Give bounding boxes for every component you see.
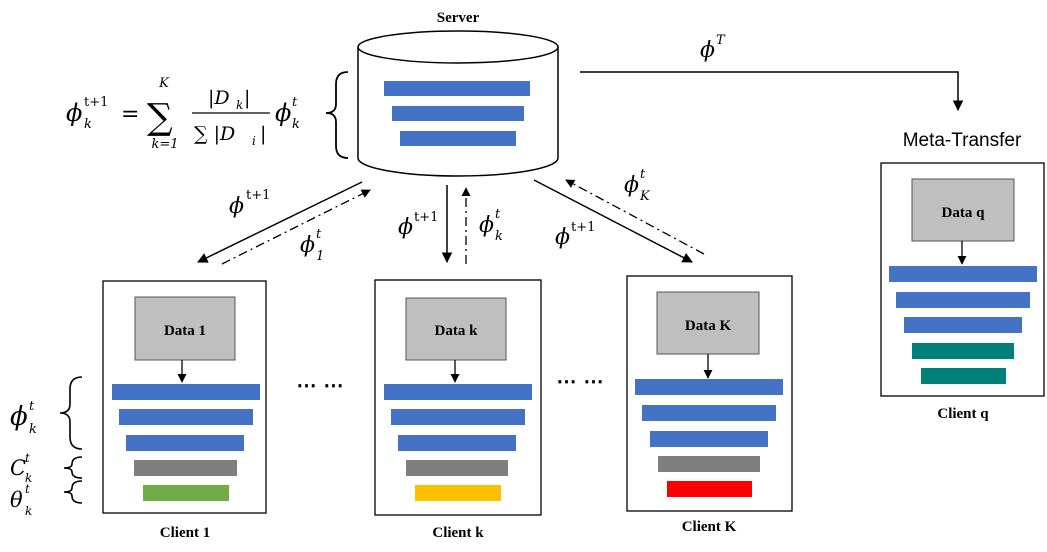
arrow-clientK-to-server bbox=[565, 179, 705, 255]
agg-rhs-phi: ϕ bbox=[275, 99, 291, 127]
client-1-data-label: Data 1 bbox=[164, 323, 206, 339]
client-1-panel: Data 1 Client 1 bbox=[102, 280, 267, 541]
aggregation-formula: ϕ t+1 k = ∑ K k=1 |D k | ∑ |D i | ϕ t k bbox=[66, 76, 300, 152]
bracket-phi-sub: k bbox=[29, 422, 37, 437]
agg-rhs-sup: t bbox=[292, 95, 298, 110]
client-k-data-label: Data k bbox=[435, 323, 479, 339]
agg-lhs-phi: ϕ bbox=[66, 99, 82, 127]
server-brace bbox=[325, 71, 349, 159]
client-K-data-label: Data K bbox=[685, 318, 732, 334]
client-q-layer-2 bbox=[896, 292, 1030, 308]
client-k-panel: Data k Client k bbox=[374, 279, 542, 541]
label-to-clientk-sup: t+1 bbox=[414, 210, 438, 225]
agg-denominator-close: | bbox=[260, 123, 266, 145]
client-q-panel: Data q Client q bbox=[880, 162, 1045, 422]
client-1-side-brackets: ϕ t k C t k θ t k bbox=[10, 376, 83, 518]
client-1-layer-1 bbox=[112, 384, 260, 400]
arrow-server-to-client1 bbox=[197, 181, 363, 263]
agg-numerator-close: | bbox=[244, 87, 250, 109]
bracket-theta-sub: k bbox=[25, 504, 32, 518]
client-q-data-box bbox=[911, 178, 1015, 242]
client-q-head-layer bbox=[921, 368, 1006, 384]
client-K-layer-3 bbox=[650, 431, 768, 447]
client-K-classifier-layer bbox=[658, 456, 760, 472]
agg-equals: = bbox=[121, 102, 139, 127]
agg-numerator: |D bbox=[208, 87, 230, 109]
agg-lhs-sup: t+1 bbox=[84, 95, 108, 110]
client-1-classifier-layer bbox=[134, 460, 237, 476]
label-from-client1-sub: 1 bbox=[316, 249, 324, 264]
bracket-c-sub: k bbox=[25, 471, 32, 485]
client-K-label: Client K bbox=[682, 519, 737, 535]
meta-transfer-arrow-sup: T bbox=[716, 33, 726, 48]
client-q-label: Client q bbox=[937, 406, 989, 422]
client-1-layer-3 bbox=[126, 435, 244, 451]
agg-sum-lower: k=1 bbox=[151, 137, 178, 152]
label-from-clientk-phi: ϕ bbox=[479, 213, 494, 238]
label-from-client1-phi: ϕ bbox=[300, 233, 315, 258]
label-from-clientK-sub: K bbox=[639, 189, 651, 204]
label-from-clientK-phi: ϕ bbox=[624, 173, 639, 198]
label-from-clientk-sup: t bbox=[495, 207, 501, 222]
client-k-label: Client k bbox=[432, 525, 484, 541]
bracket-theta: θ bbox=[10, 488, 23, 512]
server-label: Server bbox=[437, 10, 480, 26]
client-1-data-box bbox=[134, 296, 236, 361]
label-from-clientK-sup: t bbox=[640, 167, 646, 182]
bracket-phi: ϕ bbox=[10, 402, 28, 432]
label-from-client1-sup: t bbox=[316, 227, 322, 242]
bracket-phi-sup: t bbox=[29, 399, 35, 414]
client-k-layer-2 bbox=[391, 409, 525, 425]
client-k-layer-3 bbox=[398, 435, 516, 451]
client-K-head-layer bbox=[667, 481, 752, 497]
label-to-clientK-phi: ϕ bbox=[555, 225, 570, 250]
client-q-layer-1 bbox=[889, 266, 1037, 282]
label-to-clientK-sup: t+1 bbox=[571, 220, 595, 235]
client-q-layer-3 bbox=[904, 317, 1022, 333]
agg-rhs-sub: k bbox=[292, 117, 300, 132]
client-k-classifier-layer bbox=[406, 460, 508, 476]
client-K-layer-2 bbox=[642, 405, 776, 421]
agg-sum-upper: K bbox=[158, 76, 170, 91]
client-k-head-layer bbox=[415, 485, 501, 501]
client-K-layer-1 bbox=[635, 379, 783, 395]
label-to-client1-sup: t+1 bbox=[246, 188, 270, 203]
bracket-c: C bbox=[10, 456, 26, 480]
meta-transfer-title: Meta-Transfer bbox=[903, 130, 1022, 151]
label-to-clientk-phi: ϕ bbox=[398, 215, 413, 240]
client-1-layer-2 bbox=[119, 409, 253, 425]
label-to-client1-phi: ϕ bbox=[229, 194, 244, 219]
ellipsis-1: ⋯ ⋯ bbox=[297, 373, 344, 397]
client-q-data-label: Data q bbox=[942, 205, 986, 221]
arrow-server-to-clientK bbox=[533, 179, 693, 263]
bracket-c-sup: t bbox=[25, 451, 30, 465]
agg-sum-symbol: ∑ bbox=[147, 97, 173, 138]
arrow-client1-to-server bbox=[221, 189, 371, 265]
client-K-panel: Data K Client K bbox=[626, 275, 793, 535]
ellipsis-2: ⋯ ⋯ bbox=[557, 369, 604, 393]
bracket-theta-sup: t bbox=[25, 482, 30, 496]
server-cylinder bbox=[357, 30, 559, 177]
meta-transfer-arrow-phi: ϕ bbox=[700, 38, 715, 63]
meta-transfer-arrow bbox=[580, 71, 964, 112]
client-k-data-box bbox=[405, 297, 507, 361]
agg-lhs-sub: k bbox=[84, 117, 92, 132]
client-k-layer-1 bbox=[384, 384, 532, 400]
server-model-layers bbox=[384, 81, 530, 146]
client-q-classifier-layer bbox=[912, 343, 1014, 359]
client-1-label: Client 1 bbox=[160, 525, 210, 541]
agg-numerator-sub: k bbox=[236, 98, 243, 112]
client-K-data-box bbox=[656, 291, 760, 355]
agg-denominator: ∑ |D bbox=[194, 123, 235, 145]
agg-denominator-sub: i bbox=[252, 134, 256, 148]
label-from-clientk-sub: k bbox=[495, 229, 503, 244]
client-1-head-layer bbox=[143, 485, 229, 501]
